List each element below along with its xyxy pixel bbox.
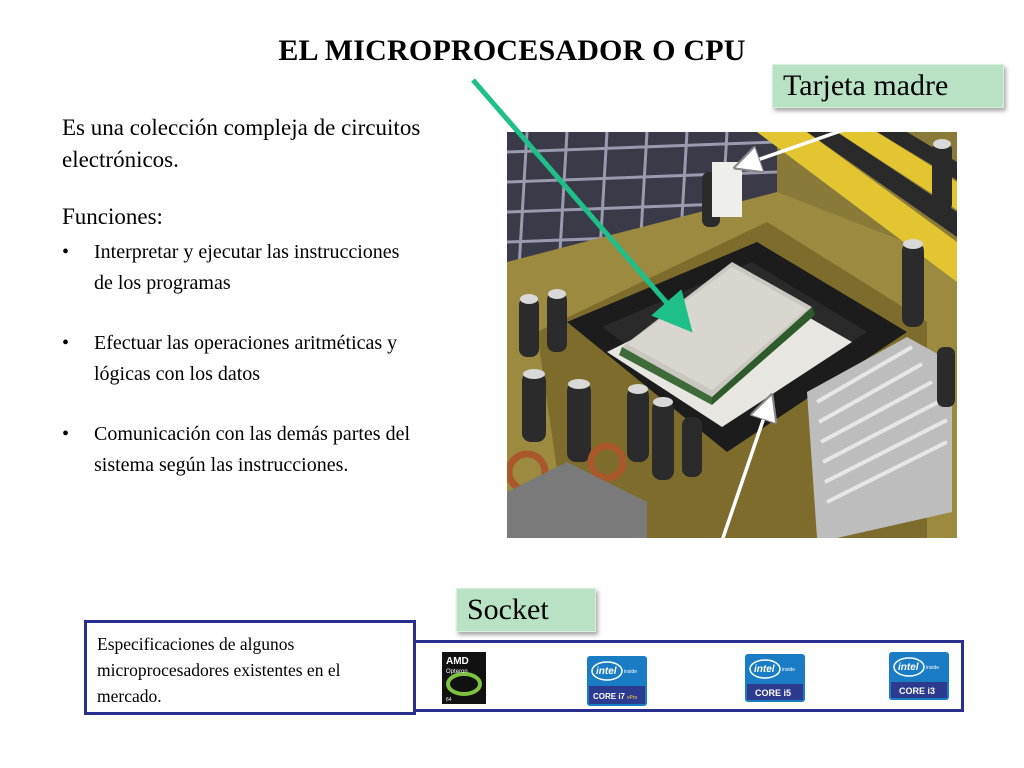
svg-text:inside: inside	[782, 667, 795, 673]
intel-core-i7-logo: intel inside CORE i7 vPro	[587, 656, 647, 711]
svg-text:inside: inside	[624, 669, 637, 675]
amd-logo-icon: AMD Opteron 64	[442, 652, 486, 704]
intel-logo-icon: intel inside CORE i3	[889, 652, 949, 700]
svg-text:CORE i5: CORE i5	[755, 688, 791, 698]
intel-logo-icon: intel inside CORE i5	[745, 654, 805, 702]
processor-logos-strip	[414, 640, 964, 712]
function-item: Interpretar y ejecutar las instrucciones…	[62, 237, 422, 299]
intro-text: Es una colección compleja de circuitos e…	[62, 115, 421, 172]
svg-text:CORE i7: CORE i7	[593, 692, 626, 701]
heatsink	[807, 337, 952, 538]
svg-text:intel: intel	[754, 664, 775, 675]
functions-list: Interpretar y ejecutar las instrucciones…	[62, 237, 422, 481]
svg-text:64: 64	[446, 697, 452, 703]
amd-opteron-logo: AMD Opteron 64	[442, 652, 486, 709]
specs-caption-box: Especificaciones de algunos microprocesa…	[84, 620, 416, 715]
motherboard-label: Tarjeta madre	[772, 64, 1004, 108]
svg-text:Opteron: Opteron	[446, 669, 468, 675]
svg-text:vPro: vPro	[627, 695, 638, 701]
functions-heading: Funciones:	[62, 204, 163, 229]
specs-caption: Especificaciones de algunos microprocesa…	[97, 634, 341, 706]
intel-logo-icon: intel inside CORE i7 vPro	[587, 656, 647, 706]
svg-text:intel: intel	[596, 666, 617, 677]
socket-label: Socket	[456, 588, 596, 632]
intel-core-i5-logo: intel inside CORE i5	[745, 654, 805, 707]
intel-core-i3-logo: intel inside CORE i3	[889, 652, 949, 705]
svg-text:intel: intel	[898, 662, 919, 673]
content-text: Es una colección compleja de circuitos e…	[62, 112, 422, 510]
function-item: Comunicación con las demás partes del si…	[62, 419, 422, 481]
svg-text:inside: inside	[926, 665, 939, 671]
slide-title: EL MICROPROCESADOR O CPU	[278, 34, 746, 67]
svg-text:CORE i3: CORE i3	[899, 686, 935, 696]
svg-text:AMD: AMD	[446, 656, 469, 667]
function-item: Efectuar las operaciones aritméticas y l…	[62, 328, 422, 390]
motherboard-photo	[507, 132, 957, 538]
